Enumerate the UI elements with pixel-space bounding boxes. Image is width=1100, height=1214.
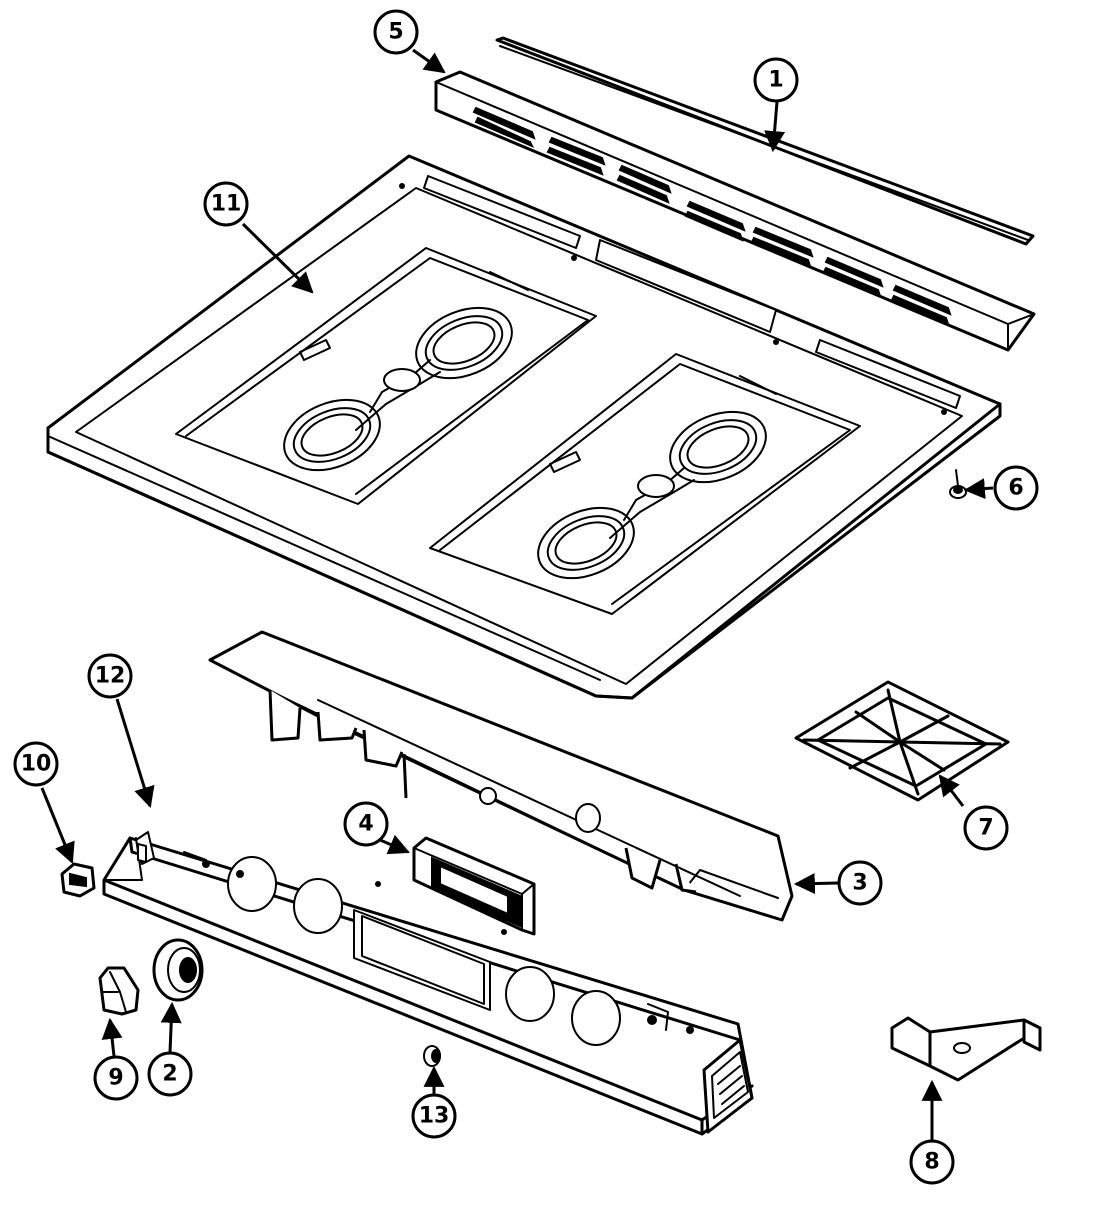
callout-11: 11 [203,181,249,227]
part-5-backguard [434,70,1036,352]
callout-2-label: 2 [162,1062,177,1087]
part-13-plug [423,1045,441,1067]
part-8-bracket [890,1016,1042,1082]
callout-5-label: 5 [388,20,403,45]
callout-6-label: 6 [1008,476,1023,501]
callout-6: 6 [993,465,1039,511]
callout-3-label: 3 [852,871,867,896]
right-burner-front [537,506,635,580]
part-7-grate [794,680,1010,802]
part-11-cooktop [46,154,1002,700]
callout-9: 9 [93,1055,139,1101]
callout-4-label: 4 [358,812,373,837]
callout-1-label: 1 [768,68,783,93]
callout-7: 7 [963,805,1009,851]
callout-12: 12 [87,653,133,699]
callout-13-label: 13 [419,1104,450,1129]
callout-4: 4 [343,801,389,847]
callout-2: 2 [147,1051,193,1097]
part-4-clock [412,836,536,936]
callout-13: 13 [411,1093,457,1139]
callout-8: 8 [909,1139,955,1185]
callout-12-label: 12 [95,664,126,689]
leader-lines [40,48,994,1140]
left-burner-rear [415,306,513,380]
left-burner-front [283,398,381,472]
callout-10-label: 10 [21,752,52,777]
callout-5: 5 [373,9,419,55]
part-12-control-panel [102,831,754,1136]
part-10-clip [60,862,96,898]
callout-9-label: 9 [108,1066,123,1091]
part-3-control-bracket [208,630,794,922]
right-burner-rear [669,410,767,484]
callout-11-label: 11 [211,192,242,217]
callout-3: 3 [837,860,883,906]
part-6-screw [949,469,967,499]
backguard-vents [472,106,952,326]
callout-8-label: 8 [924,1150,939,1175]
callout-10: 10 [13,741,59,787]
callout-7-label: 7 [978,816,993,841]
part-9-knob [98,966,140,1016]
part-2-bezel [152,938,204,1002]
callout-1: 1 [753,57,799,103]
